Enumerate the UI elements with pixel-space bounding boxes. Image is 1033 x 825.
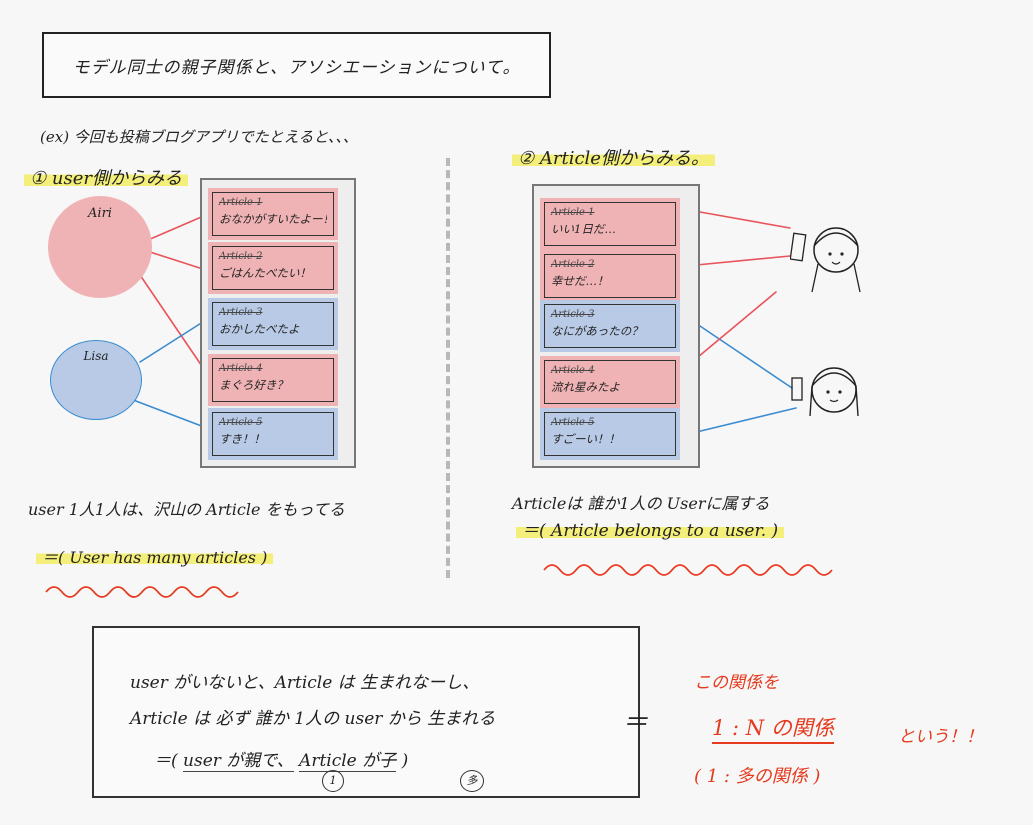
right-heading: ② Article側からみる。 bbox=[512, 144, 715, 170]
right-red-underline bbox=[543, 564, 833, 576]
conclusion-box: user がいないと、Article は 生まれなーし、 Article は 必… bbox=[92, 626, 640, 798]
link-r-article1 bbox=[699, 211, 791, 229]
relation-suffix: という！！ bbox=[898, 727, 983, 747]
left-summary: user 1人1人は、沢山の Article をもってる bbox=[28, 500, 345, 519]
link-airi-article2 bbox=[149, 251, 207, 271]
one-badge: 1 bbox=[322, 770, 344, 792]
relation-note: この関係を bbox=[694, 673, 779, 693]
example-text: (ex) 今回も投稿ブログアプリでたとえると、、、 bbox=[40, 128, 358, 146]
relation-paren: ( 1 : 多の関係 ) bbox=[694, 766, 821, 787]
user-lisa-avatar: Lisa bbox=[50, 340, 142, 420]
link-airi-article4 bbox=[139, 274, 211, 379]
title-text: モデル同士の親子関係と、アソシエーションについて。 bbox=[72, 57, 521, 78]
section-divider bbox=[446, 158, 450, 578]
link-airi-article1 bbox=[147, 214, 207, 241]
right-summary: Articleは 誰か1人の Userに属する bbox=[512, 494, 770, 513]
left-red-underline bbox=[45, 586, 239, 598]
link-lisa-article3 bbox=[139, 319, 207, 363]
many-badge: 多 bbox=[460, 770, 484, 792]
conclusion-line3: ＝( user が親で、 Article が子 ) bbox=[154, 751, 409, 772]
equals-sign: ＝ bbox=[622, 708, 649, 738]
user-girl-top-icon bbox=[790, 227, 861, 293]
conclusion-line1: user がいないと、Article は 生まれなーし、 bbox=[130, 673, 480, 693]
right-english: ＝( Article belongs to a user. ) bbox=[516, 516, 785, 541]
user-airi-name: Airi bbox=[88, 206, 112, 221]
link-r-article3 bbox=[693, 321, 793, 389]
user-girl-bottom-icon bbox=[791, 367, 859, 417]
left-heading: ① user側からみる bbox=[24, 164, 188, 190]
child-phrase: Article が子 bbox=[299, 751, 397, 772]
parent-phrase: user が親で、 bbox=[183, 751, 294, 772]
conclusion-line2: Article は 必ず 誰か 1人の user から 生まれる bbox=[130, 709, 496, 729]
relation-label: 1 : N の関係 bbox=[712, 712, 834, 744]
user-airi-avatar: Airi bbox=[48, 196, 152, 298]
user-lisa-name: Lisa bbox=[83, 349, 109, 363]
title-box: モデル同士の親子関係と、アソシエーションについて。 bbox=[42, 32, 551, 98]
link-r-article2 bbox=[685, 255, 791, 267]
link-lisa-article5 bbox=[127, 397, 213, 431]
left-english: ＝( User has many articles ) bbox=[36, 544, 274, 568]
